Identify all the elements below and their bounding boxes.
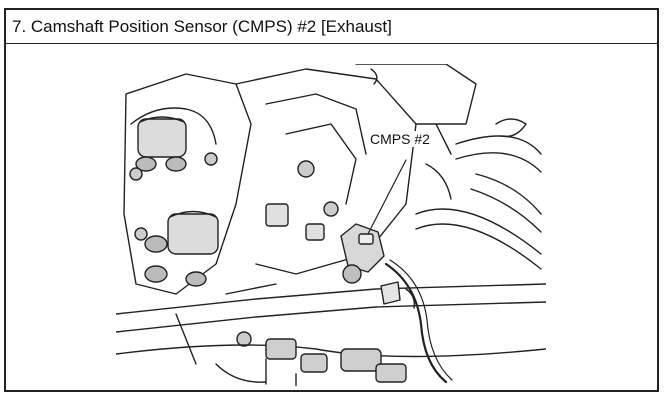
- diagram-area: CMPS #2: [6, 44, 657, 390]
- title-bar: 7. Camshaft Position Sensor (CMPS) #2 [E…: [6, 10, 657, 44]
- page-title: 7. Camshaft Position Sensor (CMPS) #2 [E…: [12, 16, 392, 36]
- cmps-callout-label: CMPS #2: [368, 131, 432, 147]
- diagram-frame: 7. Camshaft Position Sensor (CMPS) #2 [E…: [4, 8, 659, 392]
- leader-line-icon: [367, 159, 407, 235]
- engine-line-drawing-icon: [116, 64, 546, 386]
